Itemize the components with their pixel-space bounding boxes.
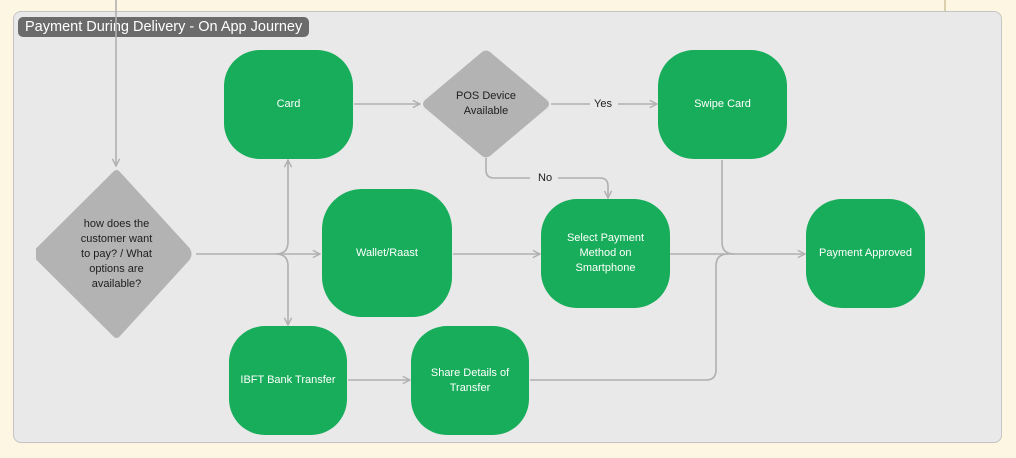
node-swipe-card[interactable]: Swipe Card — [658, 50, 787, 159]
connector-decision-ibft — [275, 253, 288, 325]
connector-share-approved — [530, 253, 729, 381]
section-title: Payment During Delivery - On App Journey — [18, 17, 310, 37]
decision-pos-label: POS Device Available — [456, 90, 516, 117]
decision-customer-payment[interactable]: how does the customer want to pay? / Wha… — [36, 168, 197, 340]
decision-shape — [36, 170, 192, 338]
connector-pos-no-b — [558, 177, 608, 198]
decision-shape — [423, 50, 549, 158]
edge-label-yes: Yes — [590, 97, 616, 111]
node-wallet-raast[interactable]: Wallet/Raast — [322, 189, 452, 317]
node-card[interactable]: Card — [224, 50, 353, 159]
node-select-payment-method[interactable]: Select Payment Method on Smartphone — [541, 199, 670, 308]
decision-customer-label: how does the customer want to pay? / Wha… — [80, 217, 153, 290]
connector-pos-no-a — [485, 158, 530, 179]
connector-decision-card — [275, 160, 288, 255]
node-share-details[interactable]: Share Details of Transfer — [411, 326, 529, 435]
node-ibft-bank-transfer[interactable]: IBFT Bank Transfer — [229, 326, 347, 435]
connector-swipe-approved — [721, 160, 735, 255]
node-payment-approved[interactable]: Payment Approved — [806, 199, 925, 308]
decision-pos-device[interactable]: POS Device Available — [421, 49, 551, 159]
edge-label-no: No — [534, 171, 557, 185]
